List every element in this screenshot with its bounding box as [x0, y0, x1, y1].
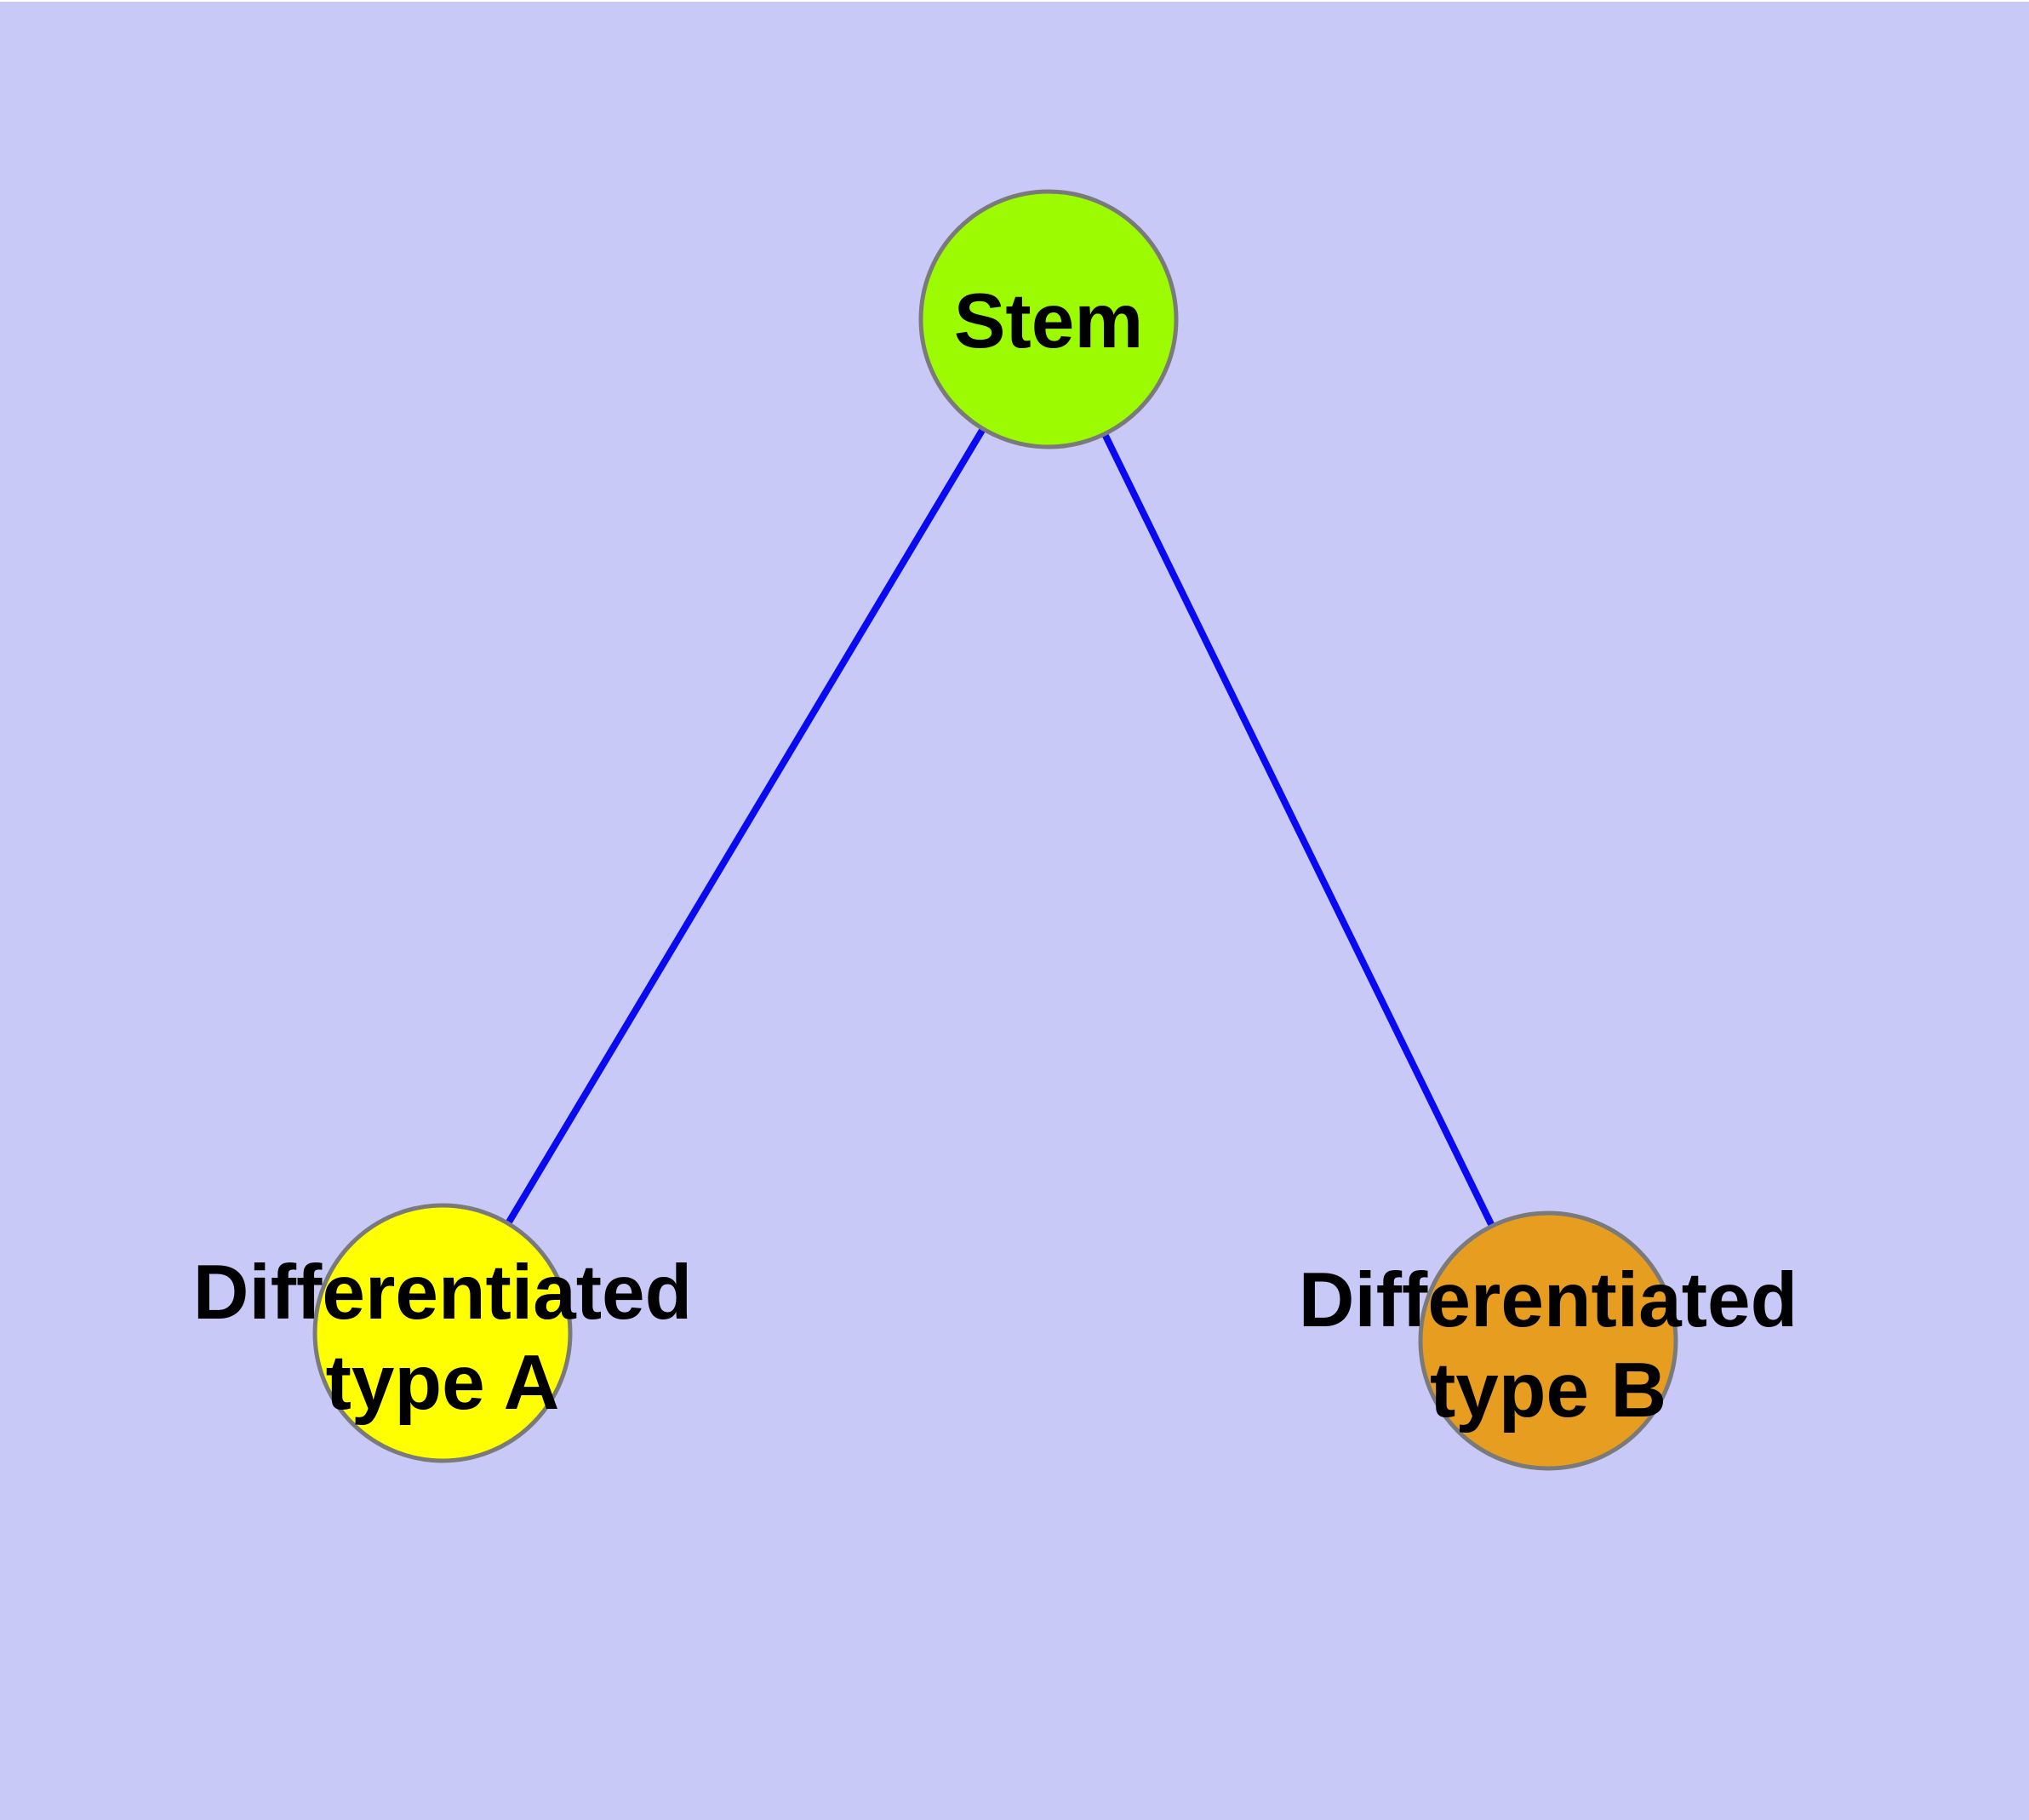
node-stem-circle[interactable]	[918, 189, 1179, 449]
node-type-b-label-line1: Differentiated	[1299, 1257, 1798, 1343]
node-type-a-circle[interactable]	[312, 1203, 573, 1463]
edge-stem-to-type-b	[1045, 318, 1552, 1342]
node-type-a-label-line2: type A	[326, 1340, 560, 1426]
node-stem-label: Stem	[954, 278, 1144, 364]
edge-stem-to-type-a	[439, 317, 1052, 1336]
node-type-b-circle[interactable]	[1418, 1210, 1678, 1471]
node-type-a-label-line1: Differentiated	[193, 1250, 693, 1336]
node-type-b-label-line2: type B	[1430, 1348, 1666, 1434]
